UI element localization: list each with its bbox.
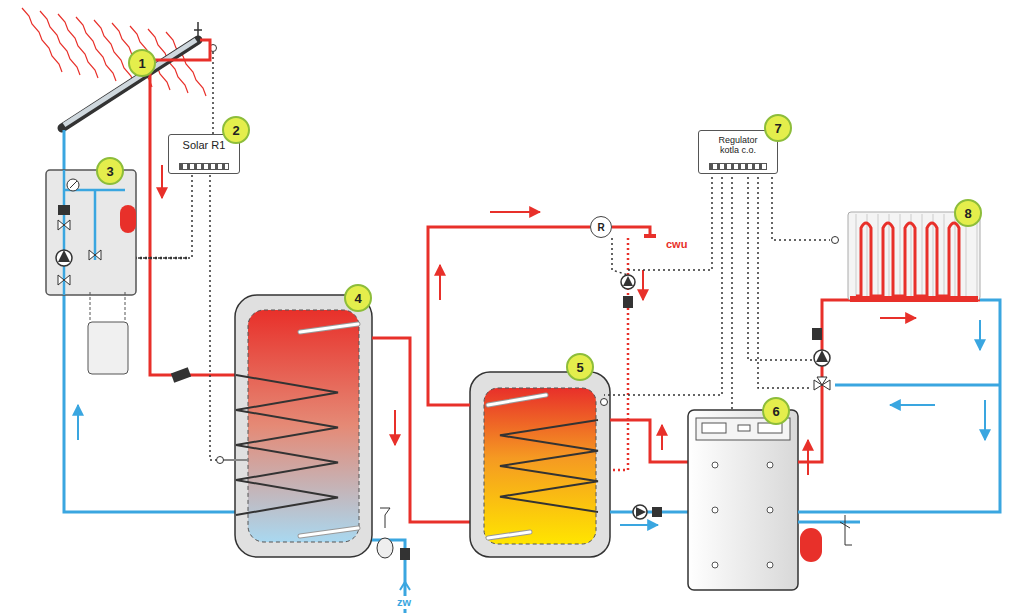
solar-tank bbox=[217, 295, 373, 557]
solar-collector bbox=[62, 22, 217, 128]
terminal-dots bbox=[709, 163, 767, 170]
node-text: Regulator kotla c.o. bbox=[709, 135, 767, 155]
sun-ray bbox=[22, 8, 62, 72]
heat-coil bbox=[236, 375, 338, 515]
radiator-fin bbox=[911, 214, 912, 296]
callout-number: 8 bbox=[954, 199, 982, 227]
callout-text: 1 bbox=[138, 56, 145, 71]
radiator-pipe bbox=[856, 223, 959, 296]
heat-coil bbox=[500, 420, 598, 512]
callout-text: 7 bbox=[774, 121, 781, 136]
callout-text: 4 bbox=[354, 291, 361, 306]
radiator-fin bbox=[933, 214, 934, 296]
sun-ray bbox=[94, 20, 134, 84]
radiator-fin bbox=[922, 214, 923, 296]
node-text: R bbox=[597, 222, 604, 233]
callout-number: 4 bbox=[344, 284, 372, 312]
callout-text: 2 bbox=[232, 123, 239, 138]
regulator-circle: R bbox=[590, 216, 612, 238]
outlet-label: cwu bbox=[665, 238, 688, 250]
inlet-label: zw bbox=[396, 596, 412, 608]
callout-number: 2 bbox=[222, 116, 250, 144]
radiator-fin bbox=[977, 214, 978, 296]
pump-station bbox=[46, 170, 136, 374]
callout-text: 5 bbox=[576, 360, 583, 375]
radiator-fin bbox=[900, 214, 901, 296]
radiator-fin bbox=[878, 214, 879, 296]
hot-water-tank bbox=[470, 372, 610, 557]
sun-ray bbox=[58, 14, 98, 78]
callout-text: 8 bbox=[964, 206, 971, 221]
callout-number: 1 bbox=[128, 49, 156, 77]
callout-text: 3 bbox=[106, 164, 113, 179]
sun-ray bbox=[76, 17, 116, 81]
callout-number: 5 bbox=[566, 353, 594, 381]
callout-number: 7 bbox=[764, 114, 792, 142]
callout-number: 6 bbox=[762, 397, 790, 425]
callout-number: 3 bbox=[96, 157, 124, 185]
terminal-dots bbox=[179, 163, 229, 170]
boiler bbox=[688, 410, 798, 590]
callout-text: 6 bbox=[772, 404, 779, 419]
node-text: Solar R1 bbox=[183, 139, 226, 151]
sun-ray bbox=[40, 11, 80, 75]
radiator-fin bbox=[944, 214, 945, 296]
radiator bbox=[848, 212, 980, 302]
radiator-fin bbox=[867, 214, 868, 296]
radiator-fin bbox=[889, 214, 890, 296]
radiator-fin bbox=[856, 214, 857, 296]
radiator-fin bbox=[955, 214, 956, 296]
